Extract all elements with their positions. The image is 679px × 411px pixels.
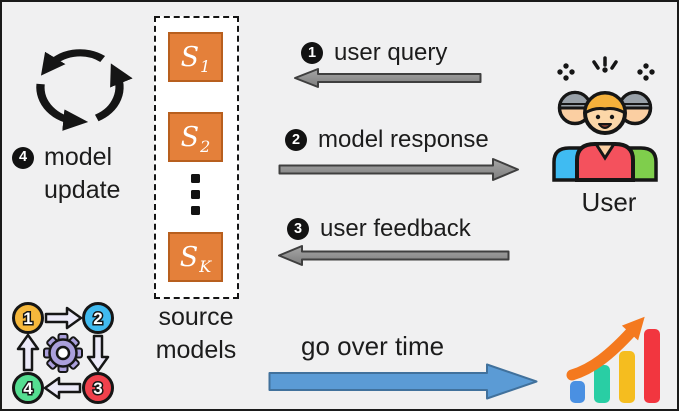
flow-model-response-label: 2 model response [285, 126, 489, 154]
svg-text:3: 3 [93, 379, 102, 398]
timeline-arrow [268, 363, 538, 400]
model-update-line2: update [44, 176, 121, 204]
step-badge-2: 2 [285, 129, 307, 151]
flow-user-query-label: 1 user query [301, 39, 447, 67]
user-query-arrow [294, 68, 482, 88]
step-badge-4: 4 [12, 146, 34, 169]
gear-icon [43, 333, 83, 373]
source-models-box: S1 S2 SK [154, 16, 239, 299]
source-model-s1: S1 [168, 32, 223, 82]
source-model-s2: S2 [168, 112, 223, 162]
cycle-arrows-icon [36, 49, 133, 131]
user-feedback-arrow [278, 245, 510, 266]
growth-chart-icon [566, 316, 660, 403]
source-models-caption: source models [155, 303, 237, 364]
svg-text:4: 4 [23, 379, 33, 398]
user-group-icon [552, 56, 658, 182]
numbered-cycle-gear-icon: 1 2 3 4 [12, 302, 114, 404]
go-over-time-label: go over time [301, 331, 445, 361]
user-label: User [581, 187, 637, 217]
sparkle-icon [557, 63, 655, 81]
svg-text:2: 2 [93, 309, 102, 328]
model-response-arrow [278, 158, 519, 181]
model-update-line1: model [44, 143, 113, 171]
model-update-label: 4 model update [12, 141, 120, 207]
source-model-sk: SK [168, 232, 223, 282]
flow-user-feedback-label: 3 user feedback [287, 215, 471, 243]
svg-text:1: 1 [23, 309, 32, 328]
step-badge-1: 1 [301, 42, 323, 64]
step-badge-3: 3 [287, 218, 309, 240]
